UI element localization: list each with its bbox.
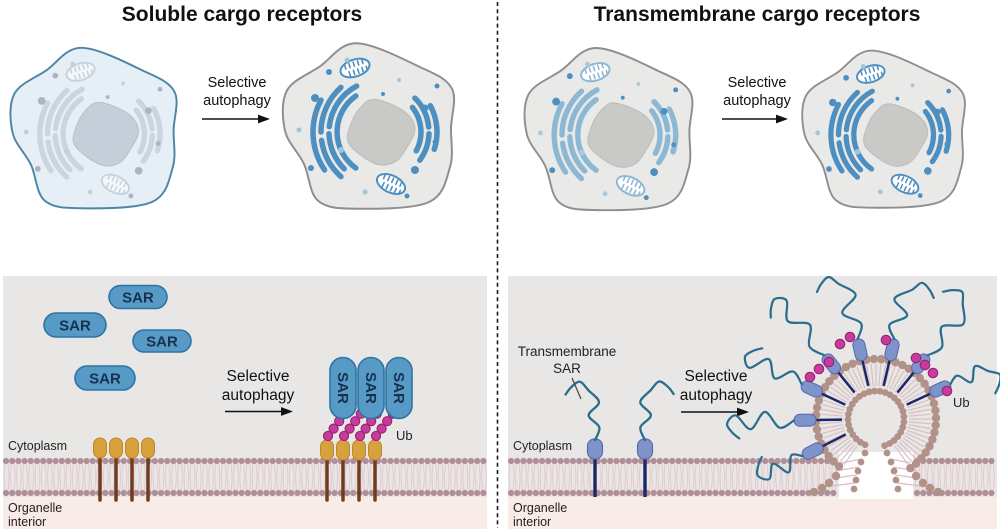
tm-sar-label-line2: SAR [553, 361, 581, 376]
selective-autophagy-arrow-bottom-right: Selective autophagy [680, 368, 753, 417]
arrow-label-line2: autophagy [203, 93, 271, 109]
sar-pill-shape [329, 356, 357, 420]
sar-pill-vertical: SAR [385, 356, 413, 420]
right-panel-title: Transmembrane cargo receptors [594, 3, 921, 26]
right-organelle-interior-strip [508, 497, 997, 529]
transmembrane-sar-callout: Transmembrane SAR [518, 344, 617, 400]
sar-pill: SAR [43, 312, 107, 338]
right-lipid-bilayer [507, 457, 995, 497]
organelle-interior-label-left-line1: Organelle [8, 501, 62, 515]
organelle-interior-label-right-line2: interior [513, 515, 551, 529]
sar-pill-label: SAR [362, 372, 379, 404]
arrow-head [776, 114, 788, 124]
cell-illustrations [9, 42, 966, 212]
arrow-label-line2: autophagy [222, 387, 295, 404]
arrow-label-line1: Selective [728, 75, 787, 91]
organelle-interior-label-left-line2: interior [8, 515, 46, 529]
sar-pill: SAR [108, 284, 168, 310]
sar-pill-shape [43, 312, 107, 338]
sar-pill-shape [385, 356, 413, 420]
sar-pill-label: SAR [89, 370, 121, 387]
sar-pill-shape [132, 329, 192, 353]
transmembrane-sar-proteins [564, 380, 675, 497]
arrow-head [281, 407, 293, 416]
arrow-label-line1: Selective [227, 368, 290, 385]
selective-autophagy-arrow-bottom-left: Selective autophagy [222, 368, 295, 416]
arrow-label-line2: autophagy [680, 387, 753, 404]
tm-sar-label-line1: Transmembrane [518, 344, 617, 359]
ub-label-right: Ub [953, 395, 970, 410]
cytoplasm-label-right: Cytoplasm [513, 439, 572, 453]
sar-pill-label: SAR [146, 333, 178, 350]
callout-pointer-line [571, 377, 582, 400]
sar-pill-label: SAR [334, 372, 351, 404]
sar-pill-label: SAR [122, 289, 154, 306]
sar-pill-vertical: SAR [329, 356, 357, 420]
arrow-head [737, 407, 749, 417]
arrow-head [258, 114, 270, 124]
sar-pill: SAR [132, 329, 192, 353]
sar-pill-label: SAR [59, 317, 91, 334]
sar-pill-shape [108, 284, 168, 310]
organelle-interior-label-right-line1: Organelle [513, 501, 567, 515]
cytoplasm-label-left: Cytoplasm [8, 439, 67, 453]
sar-pill: SAR [74, 365, 136, 391]
membrane-bud [725, 275, 1000, 499]
ub-label-left: Ub [396, 428, 413, 443]
arrow-label-line1: Selective [685, 368, 748, 385]
left-panel-title: Soluble cargo receptors [122, 3, 362, 26]
sar-pill-label: SAR [390, 372, 407, 404]
arrow-label-line2: autophagy [723, 93, 791, 109]
selective-autophagy-arrow-top-left: Selective autophagy [202, 75, 272, 124]
selective-autophagy-arrow-top-right: Selective autophagy [722, 75, 792, 124]
sar-pill-vertical: SAR [357, 356, 385, 420]
membrane-receptors [93, 437, 382, 502]
left-organelle-interior-strip [3, 497, 487, 529]
sar-pill-shape [74, 365, 136, 391]
arrow-label-line1: Selective [208, 75, 267, 91]
sar-pill-shape [357, 356, 385, 420]
